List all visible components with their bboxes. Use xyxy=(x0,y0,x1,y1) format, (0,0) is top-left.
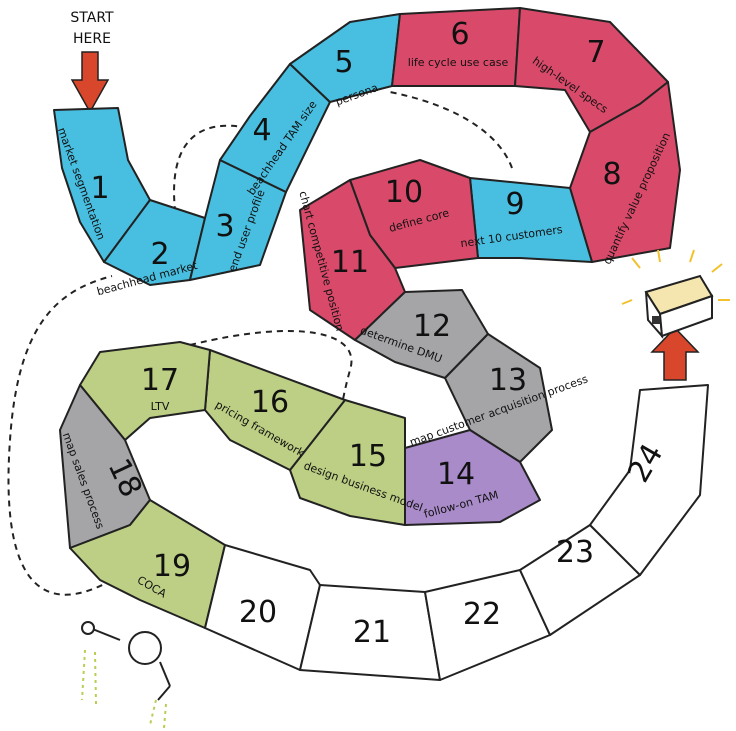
step-3-number: 3 xyxy=(215,209,234,244)
step-9-number: 9 xyxy=(505,187,524,222)
person-figure-icon xyxy=(81,621,171,729)
step-15-number: 15 xyxy=(349,439,387,474)
start-arrow-icon xyxy=(70,51,110,114)
step-2-number: 2 xyxy=(150,237,169,272)
step-14-number: 14 xyxy=(437,457,475,492)
step-16-number: 16 xyxy=(251,385,289,420)
step-12-number: 12 xyxy=(413,309,451,344)
step-3-tile xyxy=(189,159,287,281)
step-23-number: 23 xyxy=(556,535,594,570)
step-6-label: life cycle use case xyxy=(408,56,509,69)
jump-line-9-to-5 xyxy=(389,91,513,169)
step-5-number: 5 xyxy=(334,45,353,80)
step-22-number: 22 xyxy=(463,597,501,632)
start-label-line1: START xyxy=(70,10,114,26)
jump-line-4-to-2 xyxy=(173,124,249,211)
step-11-tile xyxy=(299,179,406,341)
step-13-number: 13 xyxy=(489,363,527,398)
step-8-number: 8 xyxy=(602,157,621,192)
finish-arrow-icon xyxy=(650,326,700,381)
start-label-line2: HERE xyxy=(73,31,111,47)
step-17-label: LTV xyxy=(151,400,170,413)
step-24-tile xyxy=(589,384,709,576)
step-7-number: 7 xyxy=(586,35,605,70)
step-17-tile xyxy=(79,341,211,441)
step-19-number: 19 xyxy=(153,549,191,584)
jump-line-19-to-2 xyxy=(7,275,113,596)
step-1-number: 1 xyxy=(90,171,109,206)
step-10-number: 10 xyxy=(385,175,423,210)
step-17-number: 17 xyxy=(141,363,179,398)
step-4-number: 4 xyxy=(252,113,271,148)
jump-line-17-to-15 xyxy=(189,330,353,421)
treasure-chest-icon xyxy=(621,249,730,339)
step-6-number: 6 xyxy=(450,17,469,52)
step-21-number: 21 xyxy=(353,615,391,650)
step-11-number: 11 xyxy=(331,245,369,280)
step-20-number: 20 xyxy=(239,595,277,630)
